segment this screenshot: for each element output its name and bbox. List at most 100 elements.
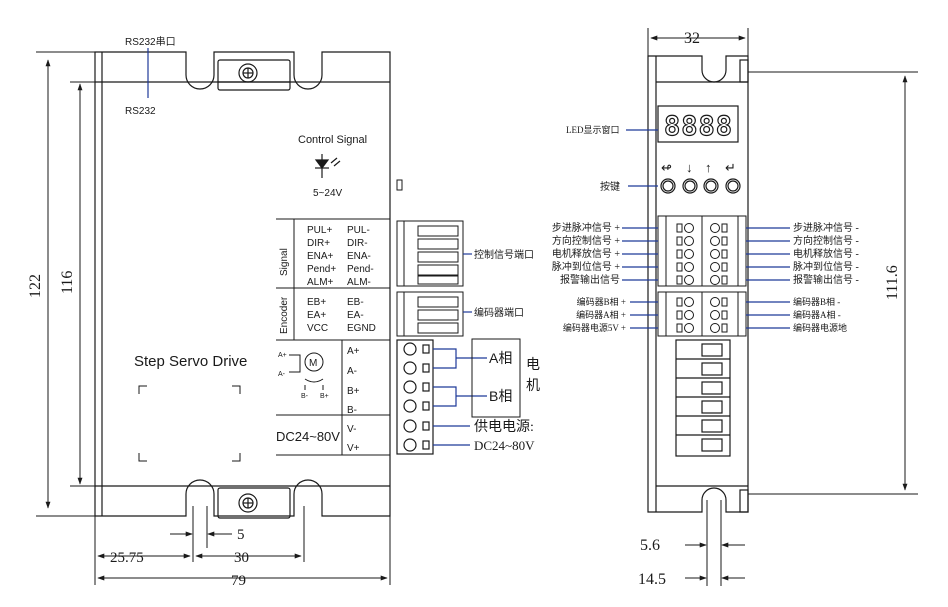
- motor-term-b-plus: B+: [320, 393, 329, 400]
- up-arrow-icon: ↑: [705, 160, 712, 175]
- screw-bottom-icon: [238, 493, 258, 513]
- signal-pos-pend: Pend+: [307, 264, 336, 275]
- motor-symbol: M: [309, 358, 317, 369]
- rs232-label: RS232: [125, 106, 156, 117]
- power-term-b-minus: B-: [347, 405, 357, 416]
- encoder-group-label: Encoder: [279, 296, 290, 334]
- motor-icon: [304, 352, 324, 372]
- encoder-pos-ea: EA+: [307, 310, 326, 321]
- signal-group-label: Signal: [279, 248, 290, 276]
- right-signal-alm: 报警输出信号 -: [793, 273, 859, 286]
- encoder-neg-egnd: EGND: [347, 323, 376, 334]
- power-term-v-minus: V-: [347, 424, 356, 435]
- product-name: Step Servo Drive: [134, 353, 247, 370]
- left-encoder-a: 编码器A相 +: [576, 309, 626, 320]
- side-dimension-lines: [647, 28, 918, 586]
- signal-pos-dir: DIR+: [307, 238, 330, 249]
- rs232-port-label: RS232串口: [125, 36, 176, 48]
- phase-b-label: B相: [489, 388, 512, 404]
- dim-height-inner: 116: [59, 271, 76, 294]
- signal-pos-pul: PUL+: [307, 225, 332, 236]
- right-signal-pul: 步进脉冲信号 -: [793, 221, 859, 234]
- left-encoder-vcc: 编码器电源5V +: [563, 322, 626, 333]
- dim-side-height: 111.6: [884, 265, 901, 300]
- dim-slot-width: 5: [237, 527, 245, 543]
- left-signal-alm: 报警输出信号: [560, 273, 620, 286]
- control-port-label: 控制信号端口: [474, 248, 534, 261]
- motor-term-a-minus: A-: [278, 371, 286, 378]
- encoder-pos-vcc: VCC: [307, 323, 328, 334]
- signal-pos-ena: ENA+: [307, 251, 334, 262]
- key-enter[interactable]: [725, 178, 741, 194]
- corner-marks: [138, 385, 241, 462]
- power-term-a-plus: A+: [347, 346, 360, 357]
- motor-phase-box: [471, 338, 521, 418]
- bottom-bracket: [217, 487, 291, 519]
- motor-term-b-minus: B-: [301, 393, 309, 400]
- encoder-connector: [396, 291, 472, 337]
- signal-neg-pend: Pend-: [347, 264, 374, 275]
- front-outline: [94, 51, 391, 517]
- key-down[interactable]: [682, 178, 698, 194]
- left-encoder-b: 编码器B相 +: [577, 296, 626, 307]
- motor-cn-label-2: 机: [526, 377, 540, 393]
- signal-pos-alm: ALM+: [307, 277, 334, 288]
- front-dimension-lines: [36, 51, 391, 585]
- dim-left-offset: 25.75: [110, 550, 144, 566]
- encoder-port-label: 编码器端口: [474, 306, 524, 319]
- left-signal-pend: 脉冲到位信号 +: [552, 260, 620, 273]
- screw-top-icon: [238, 63, 258, 83]
- key-back[interactable]: [660, 178, 676, 194]
- signal-neg-alm: ALM-: [347, 277, 371, 288]
- right-encoder-a: 编码器A相 -: [793, 309, 841, 320]
- led-indicator-icon: [314, 154, 341, 178]
- terminal-table: [276, 218, 390, 456]
- power-dc-label: DC24~80V: [474, 438, 535, 453]
- led-digits: 8888: [664, 111, 733, 142]
- dc-range-label: DC24~80V: [276, 429, 340, 444]
- motor-schematic: [289, 352, 324, 390]
- control-connector: [396, 220, 472, 287]
- dim-height-total: 122: [27, 274, 44, 298]
- button-label: 按键: [600, 180, 620, 193]
- voltage-range-label: 5~24V: [313, 188, 343, 199]
- led-window-label: LED显示窗口: [566, 124, 620, 135]
- signal-neg-ena: ENA-: [347, 251, 371, 262]
- power-term-b-plus: B+: [347, 386, 360, 397]
- signal-neg-dir: DIR-: [347, 238, 368, 249]
- left-signal-pul: 步进脉冲信号 +: [552, 221, 620, 234]
- right-signal-leaders: [746, 227, 790, 329]
- control-signal-label: Control Signal: [298, 134, 367, 146]
- dim-side-width: 32: [684, 30, 700, 47]
- power-supply-label: 供电电源:: [474, 419, 534, 435]
- side-signal-connector: [657, 215, 747, 287]
- top-bracket: [217, 59, 291, 91]
- dim-slot-spacing: 30: [234, 550, 249, 566]
- down-arrow-icon: ↓: [686, 160, 693, 175]
- side-notch: [396, 179, 403, 191]
- dim-side-offset: 14.5: [638, 571, 666, 588]
- motor-cn-label-1: 电: [526, 356, 540, 372]
- phase-a-label: A相: [489, 350, 512, 366]
- enter-arrow-icon: ↵: [725, 160, 736, 175]
- encoder-pos-eb: EB+: [307, 297, 326, 308]
- right-signal-ena: 电机释放信号 -: [793, 247, 859, 260]
- side-encoder-connector: [657, 291, 747, 337]
- side-view: [647, 55, 749, 513]
- right-encoder-b: 编码器B相 -: [793, 296, 840, 307]
- power-term-v-plus: V+: [347, 443, 360, 454]
- power-terminal-block: [396, 339, 434, 455]
- power-term-a-minus: A-: [347, 366, 357, 377]
- left-signal-ena: 电机释放信号 +: [552, 247, 620, 260]
- back-arrow-icon: ↫: [661, 160, 672, 175]
- right-encoder-gnd: 编码器电源地: [793, 322, 847, 333]
- side-power-connector: [675, 339, 731, 457]
- encoder-neg-eb: EB-: [347, 297, 364, 308]
- encoder-neg-ea: EA-: [347, 310, 364, 321]
- led-display: [657, 105, 739, 143]
- key-up[interactable]: [703, 178, 719, 194]
- dim-width-total: 79: [231, 573, 246, 589]
- motor-term-a-plus: A+: [278, 352, 287, 359]
- right-signal-dir: 方向控制信号 -: [793, 234, 859, 247]
